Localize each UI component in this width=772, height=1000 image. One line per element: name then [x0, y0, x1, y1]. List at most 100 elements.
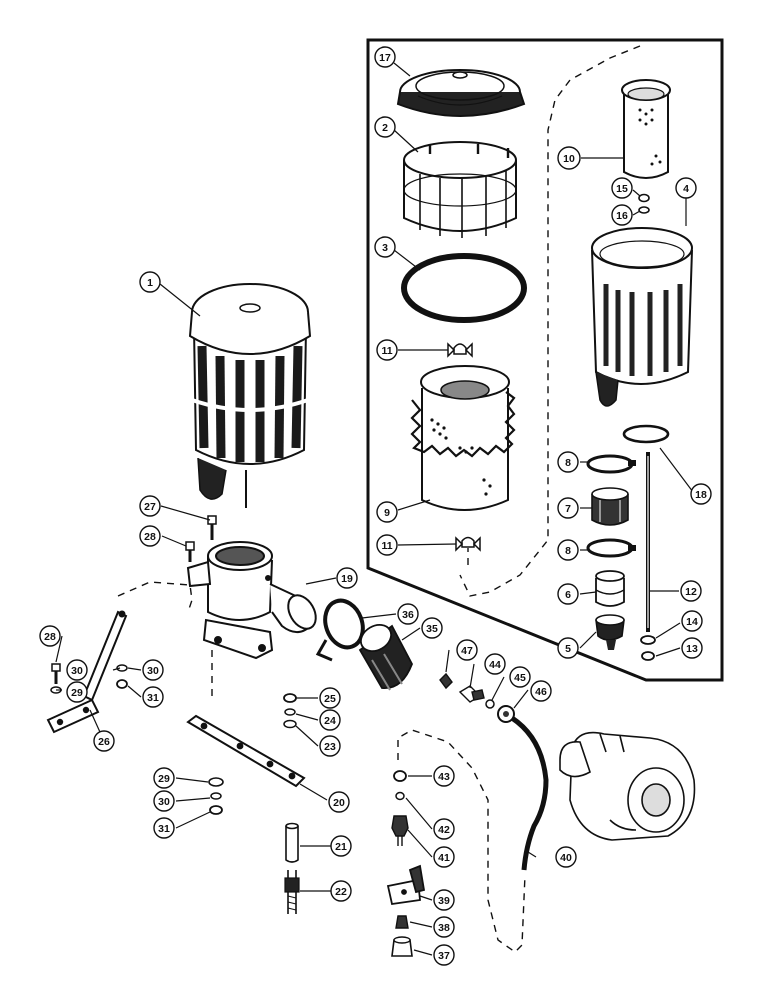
callout-24: 24	[319, 709, 341, 731]
filter-element-part-9	[410, 365, 516, 511]
callout-17-label: 17	[379, 52, 391, 64]
callout-18-label: 18	[695, 489, 707, 501]
callout-28-lower: 28	[39, 625, 61, 647]
safety-element-part-10	[621, 79, 671, 179]
connector-part-44	[458, 685, 485, 703]
callout-9-label: 9	[384, 507, 390, 519]
gasket-ring-part-3	[401, 253, 527, 323]
callout-43-label: 43	[438, 771, 450, 783]
callout-27-label: 27	[144, 501, 156, 513]
callout-3-label: 3	[382, 242, 388, 254]
callout-11-lower: 11	[376, 534, 398, 556]
elbow-housing-part-19	[186, 541, 317, 660]
callout-8-lower-label: 8	[565, 545, 571, 557]
callout-46: 46	[530, 680, 552, 702]
callout-20-label: 20	[333, 797, 345, 809]
callout-12-label: 12	[685, 586, 697, 598]
lockwasher-part-30-lower	[210, 792, 222, 800]
callout-42: 42	[433, 818, 455, 840]
callout-14: 14	[681, 610, 703, 632]
callout-28-upper: 28	[139, 525, 161, 547]
callout-24-label: 24	[324, 715, 336, 727]
callout-47-label: 47	[461, 645, 473, 657]
valve-part-5	[595, 614, 625, 650]
callout-11-upper-label: 11	[381, 345, 392, 357]
callout-9: 9	[376, 501, 398, 523]
callout-40-label: 40	[560, 852, 572, 864]
o-ring-part-18	[622, 424, 670, 444]
callout-25: 25	[319, 687, 341, 709]
callout-11-upper: 11	[376, 339, 398, 361]
callout-21: 21	[330, 835, 352, 857]
stud-part-22	[284, 870, 300, 914]
cover-part-17	[396, 69, 526, 117]
callout-5: 5	[557, 637, 579, 659]
callout-23: 23	[319, 735, 341, 757]
nut-part-46	[497, 705, 515, 723]
callout-19: 19	[336, 567, 358, 589]
elbow-fitting-part-47	[439, 672, 453, 690]
inset-panel	[366, 38, 724, 682]
hose-part-35	[358, 623, 413, 691]
bracket-part-39	[386, 864, 426, 906]
callout-31-upper: 31	[142, 686, 164, 708]
callout-44-label: 44	[489, 659, 501, 671]
hose-clamp-part-36	[315, 598, 365, 662]
spacer-part-21	[285, 822, 299, 863]
callout-15: 15	[611, 177, 633, 199]
turbocharger	[559, 731, 696, 841]
connector-part-41	[391, 815, 409, 846]
callout-11-lower-label: 11	[381, 540, 392, 552]
callout-37-label: 37	[438, 950, 450, 962]
nut-part-43	[393, 770, 407, 782]
bracket-part-26	[46, 610, 128, 734]
sleeve-part-7	[591, 487, 629, 526]
callout-31-upper-label: 31	[147, 692, 159, 704]
callout-17: 17	[374, 46, 396, 68]
callout-19-label: 19	[341, 573, 353, 585]
sleeve-part-45	[485, 699, 495, 709]
callout-44: 44	[484, 653, 506, 675]
callout-21-label: 21	[335, 841, 347, 853]
callout-26: 26	[93, 730, 115, 752]
callout-35-label: 35	[426, 623, 438, 635]
callout-38: 38	[433, 916, 455, 938]
slotted-ring-part-2	[403, 141, 517, 238]
bolt-part-28-upper	[185, 541, 195, 562]
wing-nut-part-11-lower	[455, 536, 481, 552]
callout-46-label: 46	[535, 686, 547, 698]
callout-10-label: 10	[563, 153, 575, 165]
nut-part-13	[641, 651, 655, 661]
callout-45-label: 45	[514, 672, 526, 684]
callout-28-upper-label: 28	[144, 531, 156, 543]
washer-part-14	[640, 635, 656, 645]
nut-part-25	[283, 693, 297, 703]
callout-4-label: 4	[683, 183, 689, 195]
callout-42-label: 42	[438, 824, 450, 836]
callout-30-left: 30	[66, 659, 88, 681]
callout-22-label: 22	[335, 886, 347, 898]
callout-8-lower: 8	[557, 539, 579, 561]
callout-43: 43	[433, 765, 455, 787]
nut-part-15	[638, 193, 650, 203]
body-part-4	[591, 227, 693, 407]
callout-13: 13	[681, 637, 703, 659]
callout-31-lower: 31	[153, 817, 175, 839]
washer-part-24	[284, 708, 296, 716]
callout-29-left: 29	[66, 681, 88, 703]
plate-part-20	[186, 714, 306, 788]
bolt-part-28-lower	[51, 663, 61, 684]
callout-30-right-label: 30	[147, 665, 159, 677]
callout-2-label: 2	[382, 122, 388, 134]
clamp-part-8-upper	[586, 454, 636, 474]
callout-12: 12	[680, 580, 702, 602]
callout-1-label: 1	[147, 277, 153, 289]
callout-3: 3	[374, 236, 396, 258]
callout-29-lower: 29	[153, 767, 175, 789]
wing-nut-part-11-upper	[447, 342, 473, 358]
callout-23-label: 23	[324, 741, 336, 753]
callout-30-lower: 30	[153, 790, 175, 812]
callout-29-left-label: 29	[71, 687, 83, 699]
sleeve-part-42	[395, 791, 405, 801]
callout-26-label: 26	[98, 736, 110, 748]
